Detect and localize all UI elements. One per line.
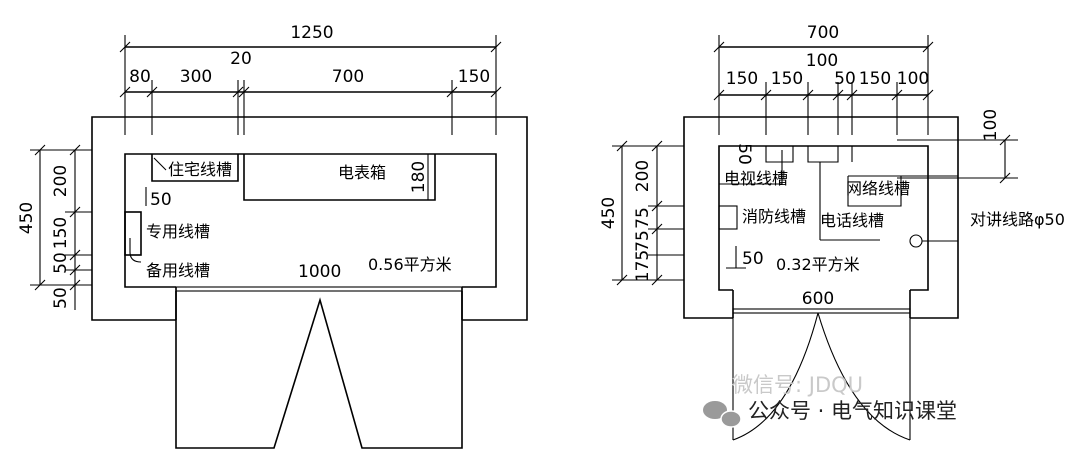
- residential-trunking-label: 住宅线槽: [168, 160, 232, 179]
- meter-box-outline: [243, 154, 436, 201]
- dim-450: 450: [17, 202, 37, 234]
- dedicated-trunking-box: [124, 211, 142, 256]
- dim-100-top: 100: [806, 51, 838, 71]
- dim-50-side-a: 50: [51, 252, 71, 274]
- fire-trunking-box: [718, 205, 738, 230]
- residential-trunking-box: [151, 154, 239, 182]
- wechat-icon: [703, 401, 742, 428]
- watermark-text: 公众号 · 电气知识课堂: [748, 399, 957, 423]
- intercom-conduit: [909, 234, 923, 248]
- dim-700: 700: [332, 67, 364, 87]
- dim-150-b: 150: [771, 69, 803, 89]
- dim-100-b: 100: [897, 69, 929, 89]
- dim-75-a: 75: [633, 207, 653, 229]
- dedicated-trunking-label: 专用线槽: [146, 222, 210, 241]
- fire-trunking-label: 消防线槽: [742, 207, 806, 226]
- intercom-label: 对讲线路φ50: [970, 210, 1065, 229]
- dim-75-b: 75: [633, 230, 653, 252]
- dim-50-right-b: 50: [742, 249, 764, 269]
- dim-175: 175: [633, 250, 653, 282]
- tv-trunking-box: [719, 150, 783, 185]
- dim-200-right: 200: [633, 160, 653, 192]
- watermark-faint: 微信号: JDQU: [732, 373, 863, 397]
- dim-50-right-a: 50: [734, 143, 754, 165]
- network-trunking-label: 网络线槽: [846, 179, 910, 198]
- watermark: 微信号: JDQU 公众号 · 电气知识课堂: [703, 373, 957, 428]
- door-arc-right: [817, 312, 911, 441]
- dim-150-side: 150: [51, 217, 71, 249]
- dim-300: 300: [180, 67, 212, 87]
- dim-1000: 1000: [298, 262, 341, 282]
- dim-50-top: 50: [834, 69, 856, 89]
- dim-80: 80: [129, 67, 151, 87]
- phone-trunking-label: 电话线槽: [820, 211, 884, 230]
- door-threshold: [175, 286, 463, 292]
- dim-100-right: 100: [981, 109, 1001, 141]
- dim-150-a: 150: [726, 69, 758, 89]
- tv-trunking-label: 电视线槽: [724, 169, 788, 188]
- dim-600: 600: [802, 289, 834, 309]
- dim-50-inner: 50: [150, 190, 172, 210]
- dim-150: 150: [458, 67, 490, 87]
- dim-450-right: 450: [599, 197, 619, 229]
- network-trunking-box: [847, 176, 902, 207]
- dim-180: 180: [409, 161, 429, 193]
- area-label-left: 0.56平方米: [368, 255, 452, 274]
- door-arc-left: [732, 312, 819, 441]
- dim-150-c: 150: [859, 69, 891, 89]
- dim-1250: 1250: [290, 23, 333, 43]
- meter-box-label: 电表箱: [338, 163, 386, 182]
- door-swing: [175, 291, 463, 449]
- inner-wall: [124, 153, 497, 288]
- area-label-right: 0.32平方米: [776, 255, 860, 274]
- dim-20: 20: [230, 49, 252, 69]
- spare-trunking-label: 备用线槽: [146, 261, 210, 280]
- outer-wall-right: [683, 116, 959, 319]
- left-plan: 1250 80 300 20 700 150 450 200 150 50 50: [17, 23, 528, 449]
- dim-700-right: 700: [807, 23, 839, 43]
- dim-50-side-b: 50: [51, 287, 71, 309]
- outer-wall: [91, 116, 528, 321]
- inner-wall-right: [718, 145, 929, 291]
- right-plan: 700 150 150 100 50 150 100 450 200 75 75…: [599, 23, 1065, 441]
- dim-200: 200: [51, 165, 71, 197]
